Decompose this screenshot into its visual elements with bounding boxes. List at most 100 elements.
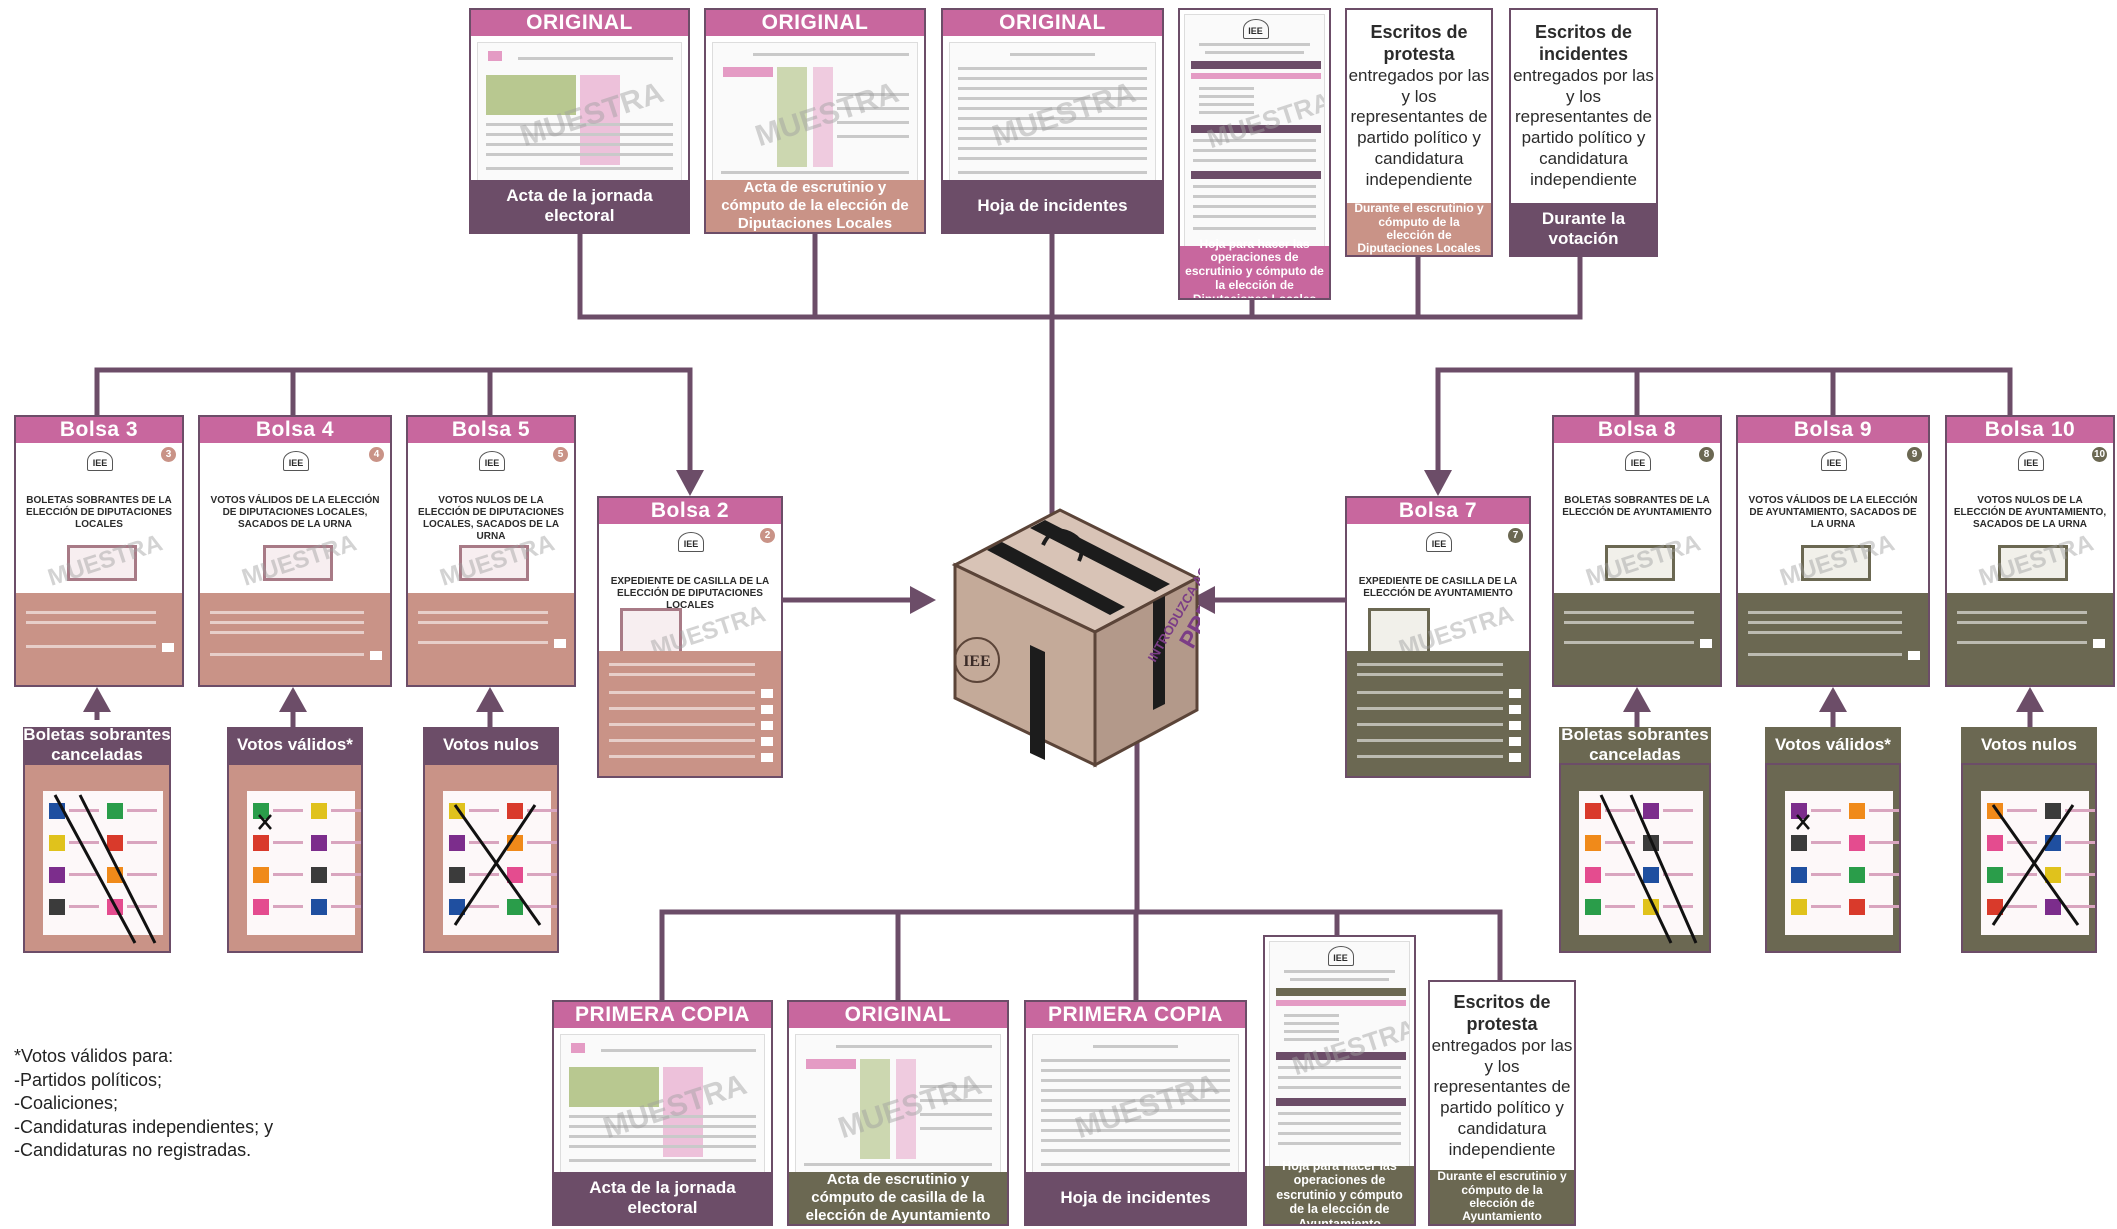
- candidate-line: [2065, 841, 2095, 844]
- bag-stamp: [67, 545, 137, 581]
- doc-hoja-operaciones-diputaciones: IEE MUESTRA Hoja para hacer las operacio…: [1178, 8, 1331, 300]
- candidate-line: [2007, 905, 2037, 908]
- doc-body: entregados por las y los representantes …: [1431, 1035, 1573, 1159]
- party-logo-icon: [1585, 803, 1601, 819]
- candidate-line: [69, 841, 99, 844]
- party-logo-icon: [49, 867, 65, 883]
- party-logo-icon: [107, 835, 123, 851]
- bag-header: Bolsa 10: [1947, 417, 2113, 443]
- doc-caption: Durante el escrutinio y cómputo de la el…: [1430, 1169, 1574, 1224]
- party-logo-icon: [311, 835, 327, 851]
- footnote-item: -Candidaturas no registradas.: [14, 1140, 252, 1160]
- party-logo-icon: [1791, 835, 1807, 851]
- candidate-line: [273, 873, 303, 876]
- bag-number: 4: [369, 447, 384, 462]
- bag-instructions: [599, 651, 781, 776]
- document-thumbnail: MUESTRA: [477, 42, 682, 184]
- party-logo-icon: [1791, 899, 1807, 915]
- candidate-line: [69, 873, 99, 876]
- bag-number: 7: [1508, 528, 1523, 543]
- ballot-label: Votos válidos*: [227, 727, 363, 763]
- party-logo-icon: [311, 867, 327, 883]
- bag-stamp: [1801, 545, 1871, 581]
- doc-caption: Acta de escrutinio y cómputo de casilla …: [789, 1171, 1007, 1224]
- candidate-line: [127, 873, 157, 876]
- candidate-line: [127, 841, 157, 844]
- candidate-line: [1811, 873, 1841, 876]
- party-logo-icon: [507, 803, 523, 819]
- candidate-line: [331, 841, 361, 844]
- document-thumbnail: MUESTRA: [1032, 1034, 1239, 1176]
- document-thumbnail: MUESTRA: [712, 42, 918, 184]
- party-logo-icon: [449, 835, 465, 851]
- doc-hoja-incidentes-copia: PRIMERA COPIA MUESTRA Hoja de incidentes: [1024, 1000, 1247, 1226]
- iee-logo: IEE: [2018, 451, 2044, 471]
- candidate-line: [1663, 809, 1693, 812]
- bag-stamp: [459, 545, 529, 581]
- bag-9: Bolsa 9 9 IEE VOTOS VÁLIDOS DE LA ELECCI…: [1736, 415, 1930, 687]
- party-logo-icon: [1791, 867, 1807, 883]
- footnote-item: -Coaliciones;: [14, 1093, 119, 1113]
- bag-title: VOTOS NULOS DE LA ELECCIÓN DE AYUNTAMIEN…: [1953, 495, 2107, 530]
- bag-header: Bolsa 5: [408, 417, 574, 443]
- doc-caption: Hoja de incidentes: [943, 180, 1162, 232]
- candidate-line: [1869, 873, 1899, 876]
- doc-caption: Durante la votación: [1511, 203, 1656, 255]
- ballot-label: Votos nulos: [1961, 727, 2097, 763]
- bag-title: VOTOS NULOS DE LA ELECCIÓN DE DIPUTACION…: [418, 495, 564, 542]
- candidate-line: [1663, 873, 1693, 876]
- candidate-line: [1869, 841, 1899, 844]
- doc-header: PRIMERA COPIA: [1026, 1002, 1245, 1028]
- bag-instructions: [1554, 593, 1720, 685]
- party-logo-icon: [1585, 867, 1601, 883]
- footnote: *Votos válidos para: -Partidos políticos…: [14, 1045, 273, 1163]
- bag-header: Bolsa 4: [200, 417, 390, 443]
- ballot-image: [23, 763, 171, 953]
- candidate-line: [1811, 809, 1841, 812]
- party-logo-icon: [507, 899, 523, 915]
- candidate-line: [469, 905, 499, 908]
- candidate-line: [2065, 873, 2095, 876]
- right-bus: [1435, 367, 2013, 470]
- iee-logo: IEE: [1821, 451, 1847, 471]
- doc-title: Escritos de protesta: [1453, 992, 1551, 1034]
- party-logo-icon: [253, 803, 269, 819]
- doc-header: ORIGINAL: [789, 1002, 1007, 1028]
- party-logo-icon: [311, 803, 327, 819]
- watermark: MUESTRA: [1776, 529, 1898, 592]
- bag-header: Bolsa 3: [16, 417, 182, 443]
- party-logo-icon: [1987, 835, 2003, 851]
- bag-title: EXPEDIENTE DE CASILLA DE LA ELECCIÓN DE …: [1358, 576, 1518, 599]
- candidate-line: [527, 841, 557, 844]
- document-thumbnail: MUESTRA: [560, 1034, 765, 1176]
- party-logo-icon: [449, 899, 465, 915]
- party-logo-icon: [1849, 803, 1865, 819]
- ballot-label: Boletas sobrantes canceladas: [1559, 725, 1711, 764]
- bag-5: Bolsa 5 5 IEE VOTOS NULOS DE LA ELECCIÓN…: [406, 415, 576, 687]
- ballot-label: Votos nulos: [423, 727, 559, 763]
- doc-caption: Acta de la jornada electoral: [554, 1172, 771, 1224]
- party-logo-icon: [1585, 899, 1601, 915]
- ballot-image: [1765, 763, 1901, 953]
- candidate-line: [1869, 809, 1899, 812]
- cross-out-icon: [1991, 804, 2080, 926]
- iee-logo: IEE: [1426, 532, 1452, 552]
- bag-title: BOLETAS SOBRANTES DE LA ELECCIÓN DE DIPU…: [26, 495, 172, 530]
- party-logo-icon: [1849, 867, 1865, 883]
- ballot-label: Boletas sobrantes canceladas: [23, 725, 171, 764]
- candidate-line: [69, 809, 99, 812]
- watermark: MUESTRA: [238, 529, 360, 592]
- arrowhead-down-bolsa2: [676, 470, 704, 496]
- party-logo-icon: [1791, 803, 1807, 819]
- candidate-line: [2007, 873, 2037, 876]
- bag-instructions: [408, 593, 574, 685]
- candidate-line: [2065, 809, 2095, 812]
- cross-mark-icon: [258, 814, 272, 830]
- bag-header: Bolsa 7: [1347, 498, 1529, 524]
- candidate-line: [331, 809, 361, 812]
- candidate-line: [2065, 905, 2095, 908]
- doc-hoja-incidentes-original: ORIGINAL MUESTRA Hoja de incidentes: [941, 8, 1164, 234]
- document-thumbnail: IEE MUESTRA: [1269, 941, 1410, 1167]
- bag-instructions: [200, 593, 390, 685]
- candidate-line: [527, 905, 557, 908]
